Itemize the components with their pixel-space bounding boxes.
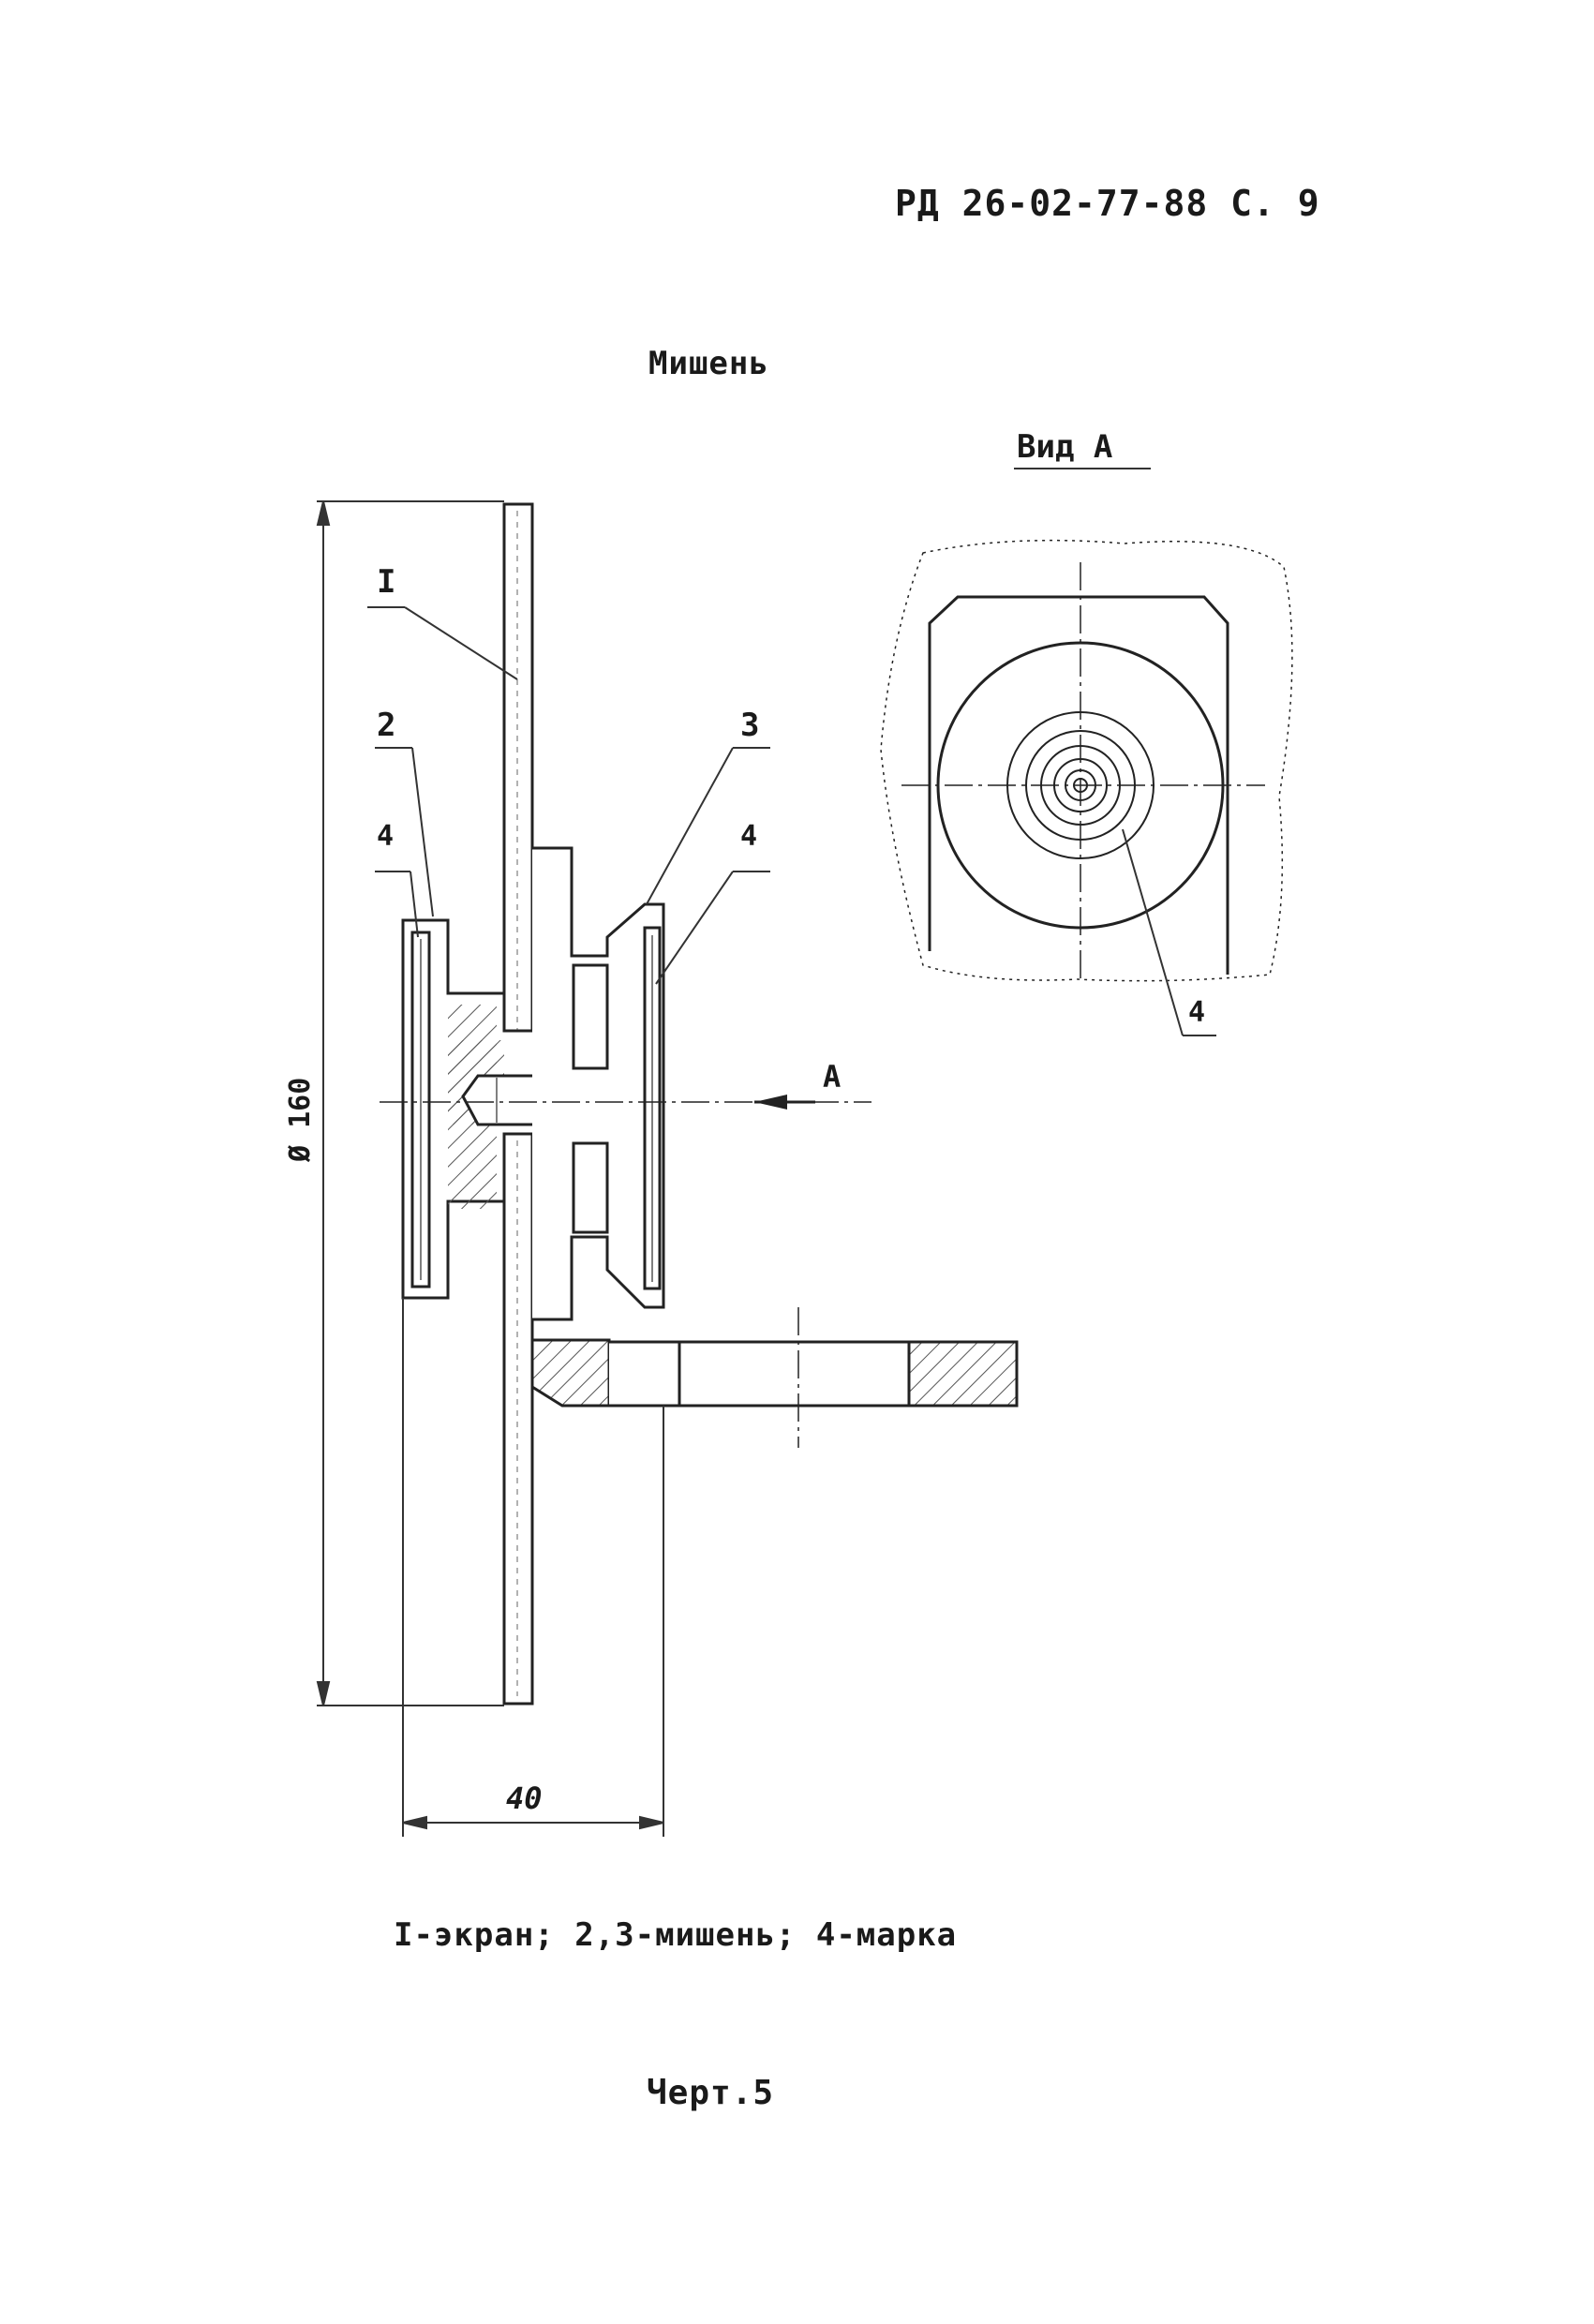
callout-4-right: 4 xyxy=(740,820,757,853)
callout-leaders xyxy=(367,606,770,985)
section-view xyxy=(380,502,1019,1706)
arrow-label: А xyxy=(823,1059,841,1095)
drawing-title: Мишень xyxy=(648,345,769,382)
view-arrow: А xyxy=(754,1059,841,1110)
figure-number: Черт.5 xyxy=(647,2074,775,2112)
document-code: РД 26-02-77-88 С. 9 xyxy=(895,183,1320,224)
callout-3: 3 xyxy=(740,707,759,744)
width-label: 40 xyxy=(506,1780,543,1816)
view-a xyxy=(880,539,1293,982)
callout-2: 2 xyxy=(377,707,395,744)
callout-4-left: 4 xyxy=(377,820,394,853)
diameter-dimension xyxy=(316,500,504,1706)
target-right-body xyxy=(532,846,665,1321)
view-a-label: Вид А xyxy=(1017,428,1112,466)
legend-caption: I-экран; 2,3-мишень; 4-марка xyxy=(394,1916,958,1954)
view-a-break-outline xyxy=(880,539,1293,982)
view-a-callout-leader xyxy=(1122,828,1216,1036)
width-dimension xyxy=(402,1298,664,1837)
mounting-bracket xyxy=(530,1319,611,1408)
diameter-label: Ø 160 xyxy=(284,1078,317,1163)
callout-4-view: 4 xyxy=(1188,996,1205,1029)
callout-1: I xyxy=(377,563,395,601)
